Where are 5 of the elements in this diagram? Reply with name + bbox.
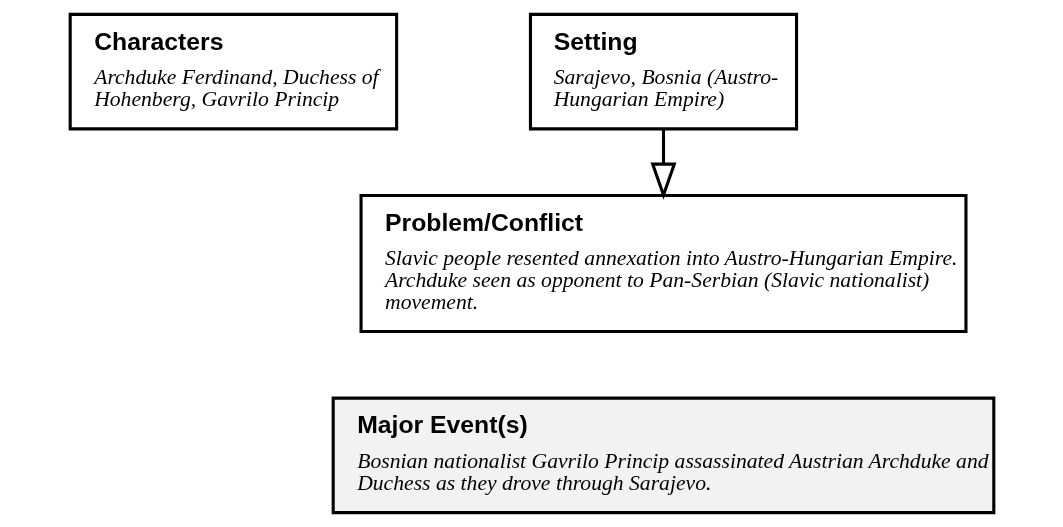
node-box: Characters Archduke Ferdinand, Duchess of Hohenberg, Gavrilo Princip — [68, 12, 398, 131]
node-box: Setting Sarajevo, Bosnia (Austro-Hungarian Empire) — [528, 12, 798, 131]
arrow — [650, 129, 676, 200]
node-box: Problem/Conflict Slavic people resented annexation into Austro-Hungarian Empire. Archduke seen as opponent to Pan-Serbian (Slavic nationalist) movement. — [359, 193, 967, 334]
node-box: Major Event(s) Bosnian nationalist Gavrilo Princip assassinated Austrian Archduke and Duchess as they drove through Sarajevo. — [331, 396, 995, 515]
